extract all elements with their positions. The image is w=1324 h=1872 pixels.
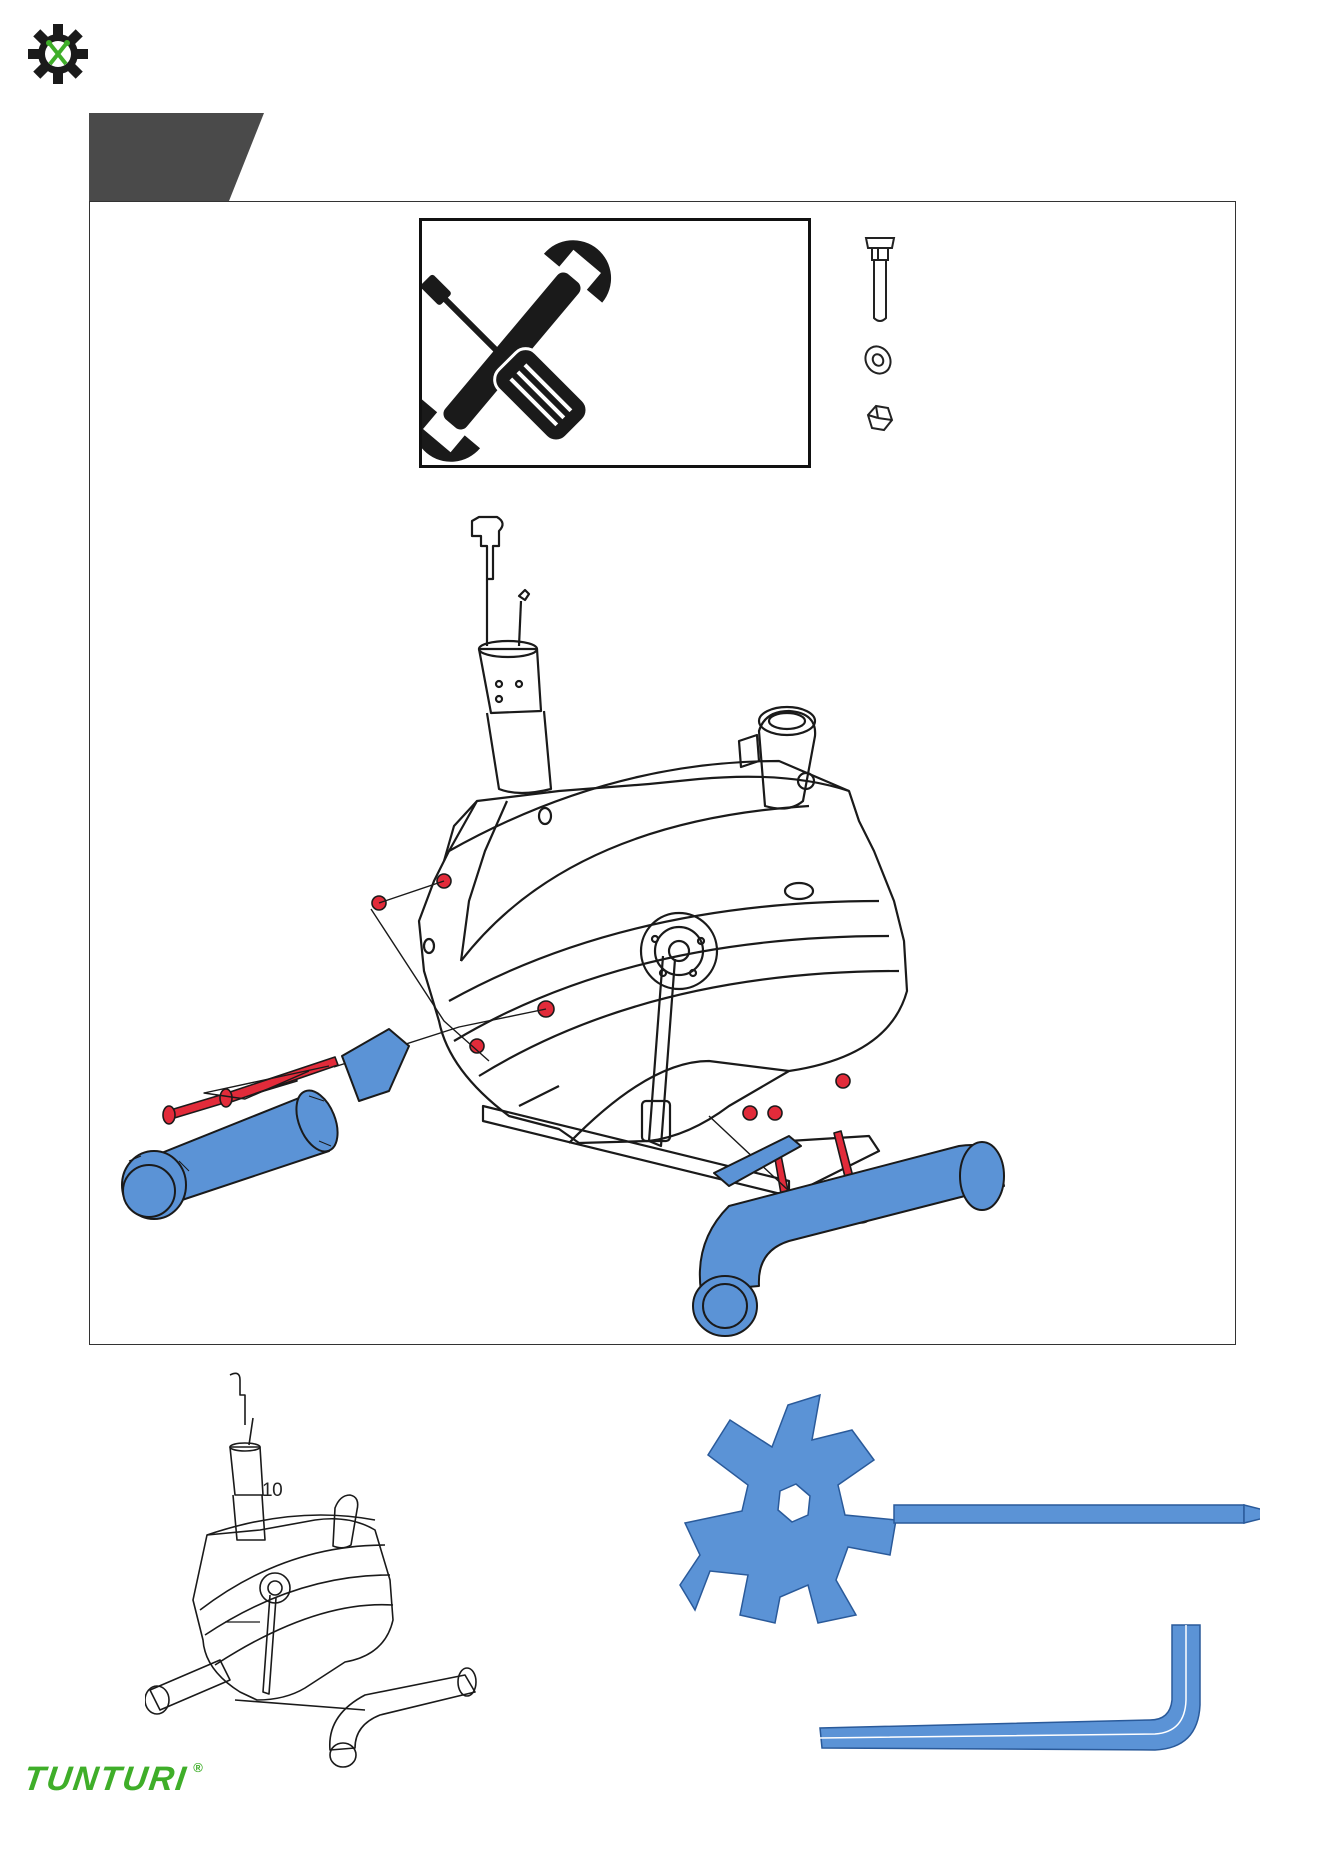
step-tab <box>89 113 264 201</box>
seat-adjust-knob <box>472 517 529 646</box>
brand-trademark: ® <box>193 1760 203 1775</box>
assembled-bike-thumbnail <box>145 1370 605 1770</box>
exploded-assembly-diagram <box>89 201 1236 1345</box>
brand-logo: TUNTURI® <box>24 1760 203 1799</box>
gear-tools-logo-icon <box>26 22 90 86</box>
allen-key-tool <box>810 1620 1210 1770</box>
brand-name: TUNTURI <box>21 1760 190 1799</box>
star-wrench-tool <box>660 1375 1260 1625</box>
part-number-label: 10 <box>262 1480 282 1502</box>
